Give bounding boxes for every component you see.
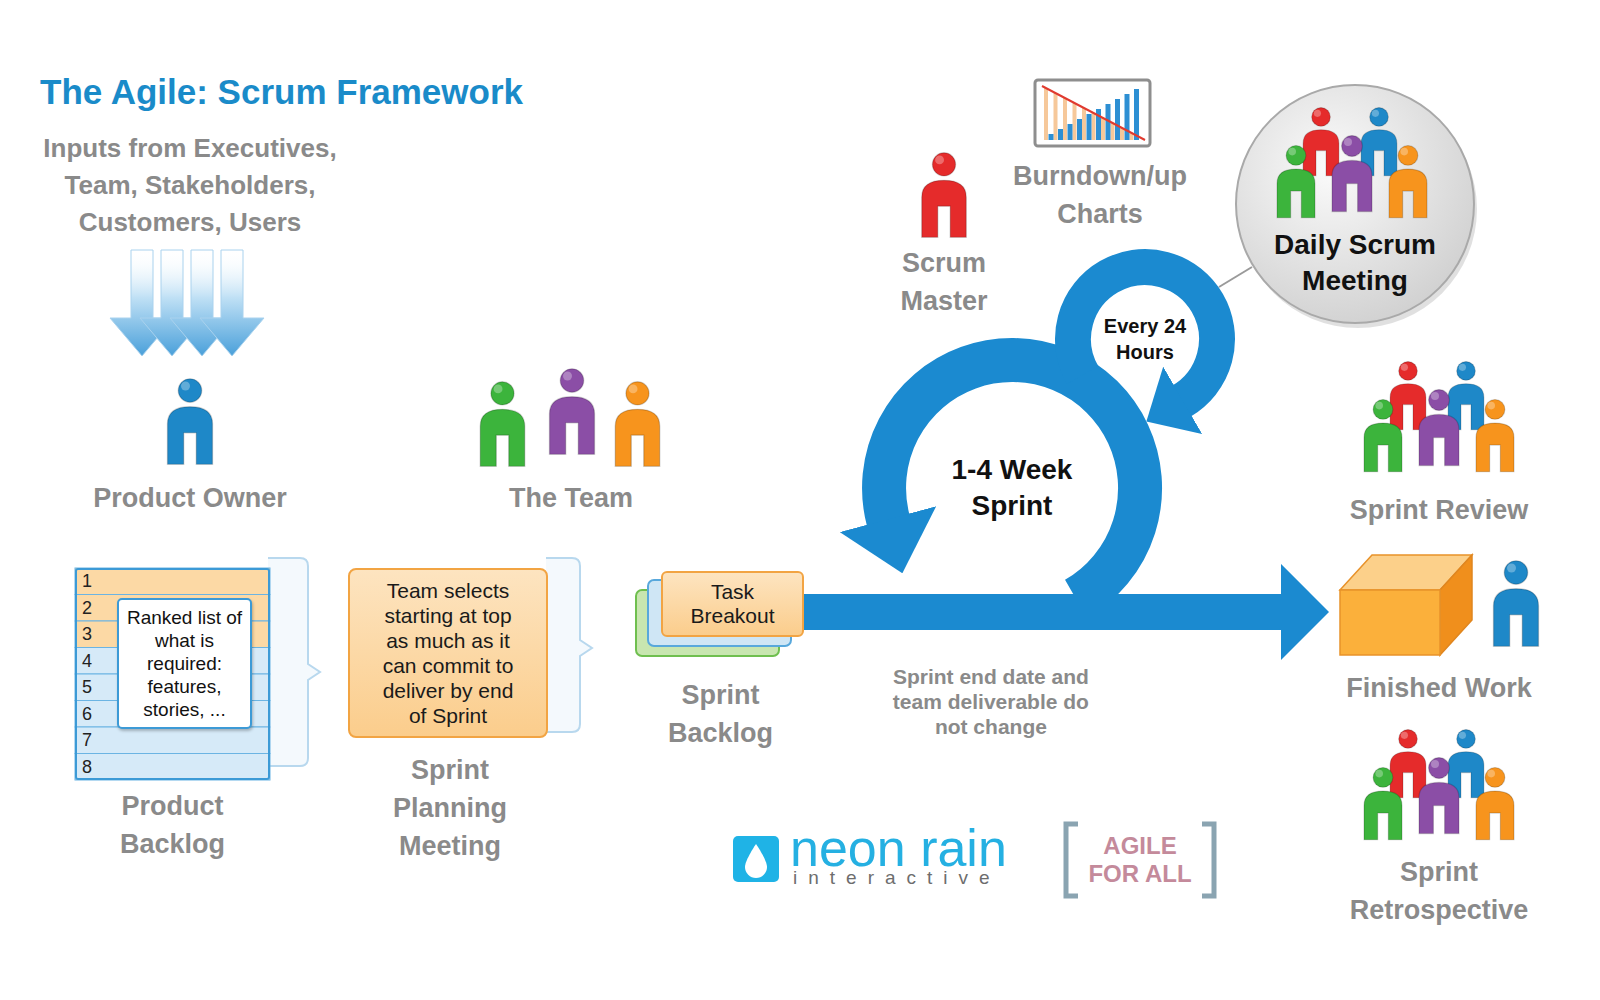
sprint-label: 1-4 Week Sprint	[927, 452, 1097, 524]
node-text: Task Breakout	[669, 580, 796, 628]
chart-bar	[1044, 88, 1048, 140]
input-note: Inputs from Executives, Team, Stakeholde…	[20, 130, 360, 241]
chart-bar	[1054, 93, 1058, 140]
event-label: Sprint Retrospective	[1319, 853, 1559, 929]
person-icon	[168, 379, 213, 465]
role-label: Product Owner	[60, 479, 320, 517]
person-icon	[1419, 390, 1459, 466]
sprint-loop	[884, 360, 1140, 599]
person-icon	[1277, 146, 1315, 218]
cycle-label: Every 24 Hours	[1090, 313, 1200, 365]
cube-front	[1340, 590, 1440, 655]
cube-side	[1440, 555, 1472, 655]
node-text: Daily Scrum Meeting	[1255, 227, 1455, 299]
node-text: Ranked list of what is required: feature…	[125, 606, 244, 721]
person-icon	[1494, 561, 1539, 647]
person-icon	[480, 382, 525, 467]
node-text: Team selects starting at top as much as …	[373, 578, 523, 728]
finished-work: Finished Work	[1340, 555, 1472, 655]
node-heading: Sprint Planning Meeting	[365, 751, 535, 865]
person-icon	[615, 382, 660, 467]
chart-bar	[1087, 114, 1092, 140]
task-card: Task BreakoutSprint Backlog	[661, 571, 804, 637]
flow-arrow	[804, 594, 1282, 630]
logo-bracket	[1202, 824, 1214, 896]
backlog-row	[75, 727, 270, 754]
chart-bar	[1101, 118, 1105, 140]
logo-drop	[745, 844, 767, 878]
chart-bar	[1092, 113, 1096, 140]
row-number: 1	[82, 568, 106, 595]
logo-tagline: interactive	[793, 868, 1033, 887]
chart-bar	[1134, 89, 1139, 140]
artifact-label: Burndown/up Charts	[995, 157, 1205, 233]
row-number: 6	[82, 701, 106, 728]
logo-text: neon rain	[790, 822, 1030, 874]
meeting-circle: Daily Scrum Meeting	[1237, 85, 1473, 323]
daily-loop	[1073, 267, 1217, 401]
logo-icon	[733, 836, 779, 882]
node-heading: Product Backlog	[93, 787, 253, 863]
person-icon	[1390, 362, 1426, 430]
chart-bar	[1077, 119, 1082, 140]
leader-line	[1219, 267, 1252, 287]
diagram-title: The Agile: Scrum Framework	[40, 72, 523, 112]
meeting-circle-outline	[1236, 85, 1474, 323]
person-icon	[1389, 146, 1427, 218]
role-label: The Team	[461, 479, 681, 517]
person-icon	[1419, 758, 1459, 834]
row-number: 3	[82, 621, 106, 648]
row-number: 4	[82, 648, 106, 675]
person-icon	[922, 153, 967, 238]
chart-bar	[1073, 103, 1077, 140]
chart-bar	[1111, 123, 1115, 140]
row-number: 2	[82, 595, 106, 622]
chart-bar	[1115, 99, 1120, 140]
input-arrow	[200, 250, 264, 356]
chart-bar	[1125, 94, 1130, 140]
person-icon	[1476, 400, 1514, 472]
row-number: 7	[82, 727, 106, 754]
bracket	[268, 558, 320, 766]
person-icon	[1364, 400, 1402, 472]
chart-frame	[1035, 80, 1150, 146]
person-icon	[1364, 768, 1402, 840]
role-label: Scrum Master	[869, 244, 1019, 320]
logo-bracket	[1066, 824, 1078, 896]
chart-bar	[1063, 98, 1067, 140]
person-icon	[1332, 136, 1372, 212]
planning-box: Team selects starting at top as much as …	[348, 568, 548, 738]
backlog-row	[75, 568, 270, 595]
chart-bar	[1082, 108, 1086, 140]
node-heading: Sprint Backlog	[646, 676, 796, 752]
person-icon	[1390, 730, 1426, 798]
person-icon	[1476, 768, 1514, 840]
backlog-stack: Ranked list of what is required: feature…	[75, 568, 270, 780]
event-label: Sprint Review	[1319, 491, 1559, 529]
bracket	[546, 558, 592, 732]
person-icon	[550, 369, 595, 455]
backlog-note: Ranked list of what is required: feature…	[117, 598, 252, 729]
node-heading: Finished Work	[1324, 669, 1554, 707]
row-number: 8	[82, 754, 106, 781]
chart-bar	[1068, 124, 1073, 140]
edge-label: Sprint end date and team deliverable do …	[883, 664, 1098, 739]
chart-trend	[1042, 86, 1145, 140]
chart-bar	[1058, 129, 1063, 140]
person-icon	[1303, 108, 1339, 176]
backlog-row	[75, 754, 270, 781]
logo-text: AGILE FOR ALL	[1080, 832, 1200, 887]
chart-bar	[1049, 134, 1054, 140]
row-number: 5	[82, 674, 106, 701]
